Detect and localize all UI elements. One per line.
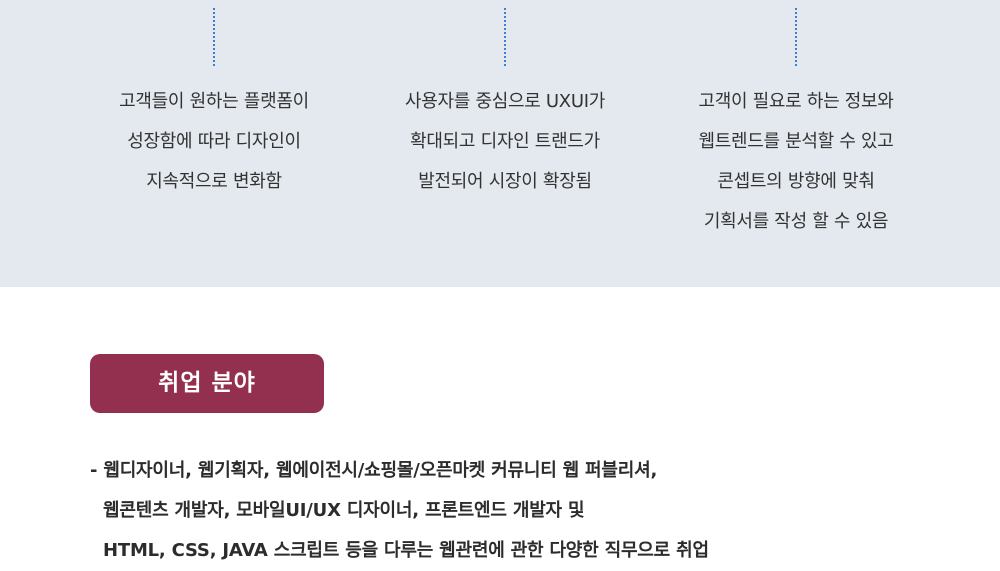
employment-line: - 웹디자이너, 웹기획자, 웹에이전시/쇼핑몰/오픈마켓 커뮤니티 웹 퍼블리… (90, 460, 658, 481)
benefit-line: 확대되고 디자인 트랜드가 (410, 131, 600, 152)
benefit-line: 기획서를 작성 할 수 있음 (703, 211, 889, 232)
benefit-line: 사용자를 중심으로 UXUI가 (405, 91, 605, 112)
employment-section: 취업 분야 - 웹디자이너, 웹기획자, 웹에이전시/쇼핑몰/오픈마켓 커뮤니티… (0, 287, 1000, 561)
benefit-line: 발전되어 시장이 확장됨 (418, 171, 592, 192)
benefit-text: 사용자를 중심으로 UXUI가 확대되고 디자인 트랜드가 발전되어 시장이 확… (355, 82, 655, 202)
benefit-line: 콘셉트의 방향에 맞춰 (717, 171, 875, 192)
employment-field-list: - 웹디자이너, 웹기획자, 웹에이전시/쇼핑몰/오픈마켓 커뮤니티 웹 퍼블리… (90, 451, 950, 571)
dotted-connector-line (795, 8, 797, 66)
dotted-connector-line (213, 8, 215, 66)
benefit-line: 지속적으로 변화함 (146, 171, 282, 192)
employment-title-badge: 취업 분야 (90, 354, 324, 413)
benefit-text: 고객들이 원하는 플랫폼이 성장함에 따라 디자인이 지속적으로 변화함 (64, 82, 364, 202)
dotted-connector-line (504, 8, 506, 66)
benefit-line: 고객들이 원하는 플랫폼이 (119, 91, 309, 112)
employment-line: HTML, CSS, JAVA 스크립트 등을 다루는 웹관련에 관한 다양한 … (103, 540, 709, 561)
benefit-line: 고객이 필요로 하는 정보와 (698, 91, 894, 112)
benefit-text: 고객이 필요로 하는 정보와 웹트렌드를 분석할 수 있고 콘셉트의 방향에 맞… (646, 82, 946, 242)
benefit-line: 웹트렌드를 분석할 수 있고 (698, 131, 894, 152)
benefits-section: 고객들이 원하는 플랫폼이 성장함에 따라 디자인이 지속적으로 변화함 사용자… (0, 0, 1000, 287)
employment-line: 웹콘텐츠 개발자, 모바일UI/UX 디자이너, 프론트엔드 개발자 및 (103, 500, 585, 521)
benefit-line: 성장함에 따라 디자인이 (127, 131, 301, 152)
